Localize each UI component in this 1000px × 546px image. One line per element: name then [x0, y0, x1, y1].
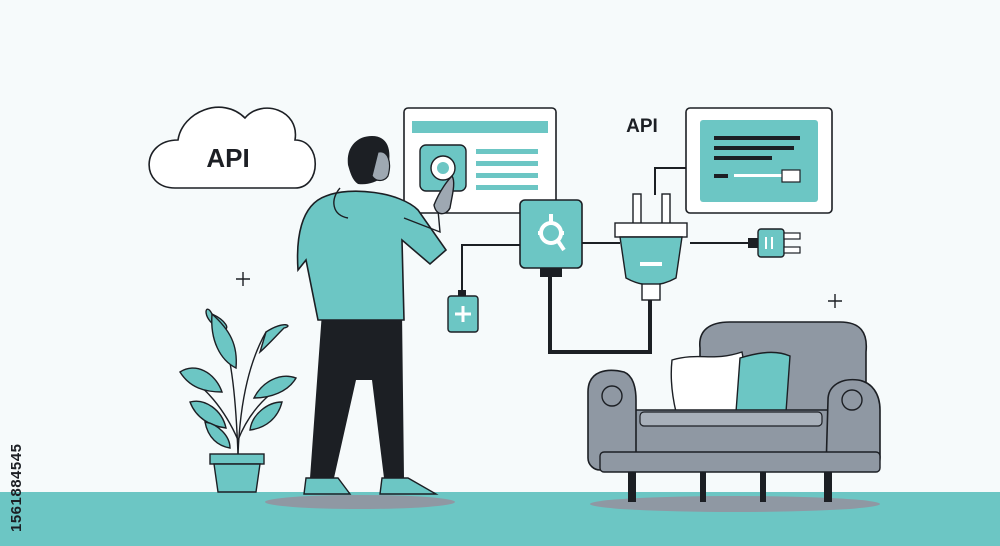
floating-api-label: API [626, 116, 658, 137]
armchair [587, 321, 881, 502]
connector-hub-icon [519, 199, 583, 277]
left-shoe [303, 477, 352, 495]
person-shadow [265, 495, 455, 509]
ui-window-card [403, 107, 557, 214]
person-figure [296, 136, 455, 495]
api-screen-card [685, 107, 833, 214]
cloud-api-label: API [206, 143, 249, 173]
potted-plant-icon [179, 308, 298, 493]
side-plug-icon [748, 228, 801, 258]
cloud-icon: API [148, 106, 316, 189]
stock-id-label: 1561884545 [8, 443, 25, 532]
plug-socket-icon [447, 290, 479, 333]
sparkle-icon [236, 272, 250, 286]
right-shoe [379, 477, 439, 495]
sofa-shadow [590, 496, 880, 512]
thick-cable [548, 275, 652, 354]
stock-watermark: 1561884545 [6, 300, 26, 540]
cable [461, 167, 748, 292]
sparkle-icon [828, 294, 842, 308]
large-plug-icon [614, 193, 688, 301]
